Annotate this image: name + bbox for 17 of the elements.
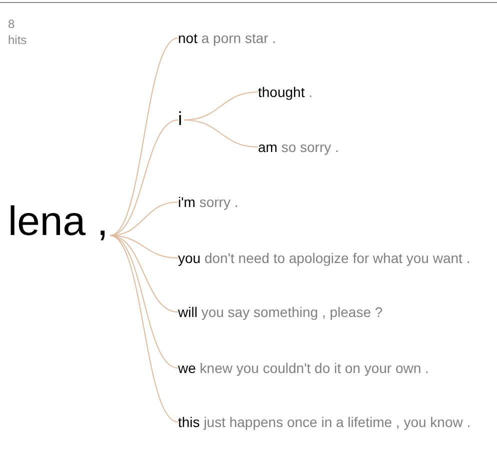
- branch-line: [110, 38, 178, 236]
- phrase-text: am so sorry .: [258, 139, 339, 155]
- branch-line: [110, 120, 178, 236]
- phrase-text: not a porn star .: [178, 30, 276, 46]
- phrase-text: we knew you couldn't do it on your own .: [178, 360, 429, 376]
- phrase-text: this just happens once in a lifetime , you know .: [178, 414, 471, 430]
- branch-line: [110, 235, 178, 422]
- phrase-text: will you say something , please ?: [178, 304, 383, 320]
- branch-line: [110, 235, 178, 312]
- phrase-text: you don't need to apologize for what you want .: [178, 250, 470, 266]
- hit-count: 8 hits: [8, 16, 28, 48]
- phrase-text: i'm sorry .: [178, 194, 238, 210]
- branch-line: [184, 120, 258, 148]
- branch-word: i: [178, 109, 182, 131]
- phrase-text: thought .: [258, 84, 312, 100]
- root-word: lena ,: [8, 198, 108, 244]
- branch-line: [110, 235, 178, 368]
